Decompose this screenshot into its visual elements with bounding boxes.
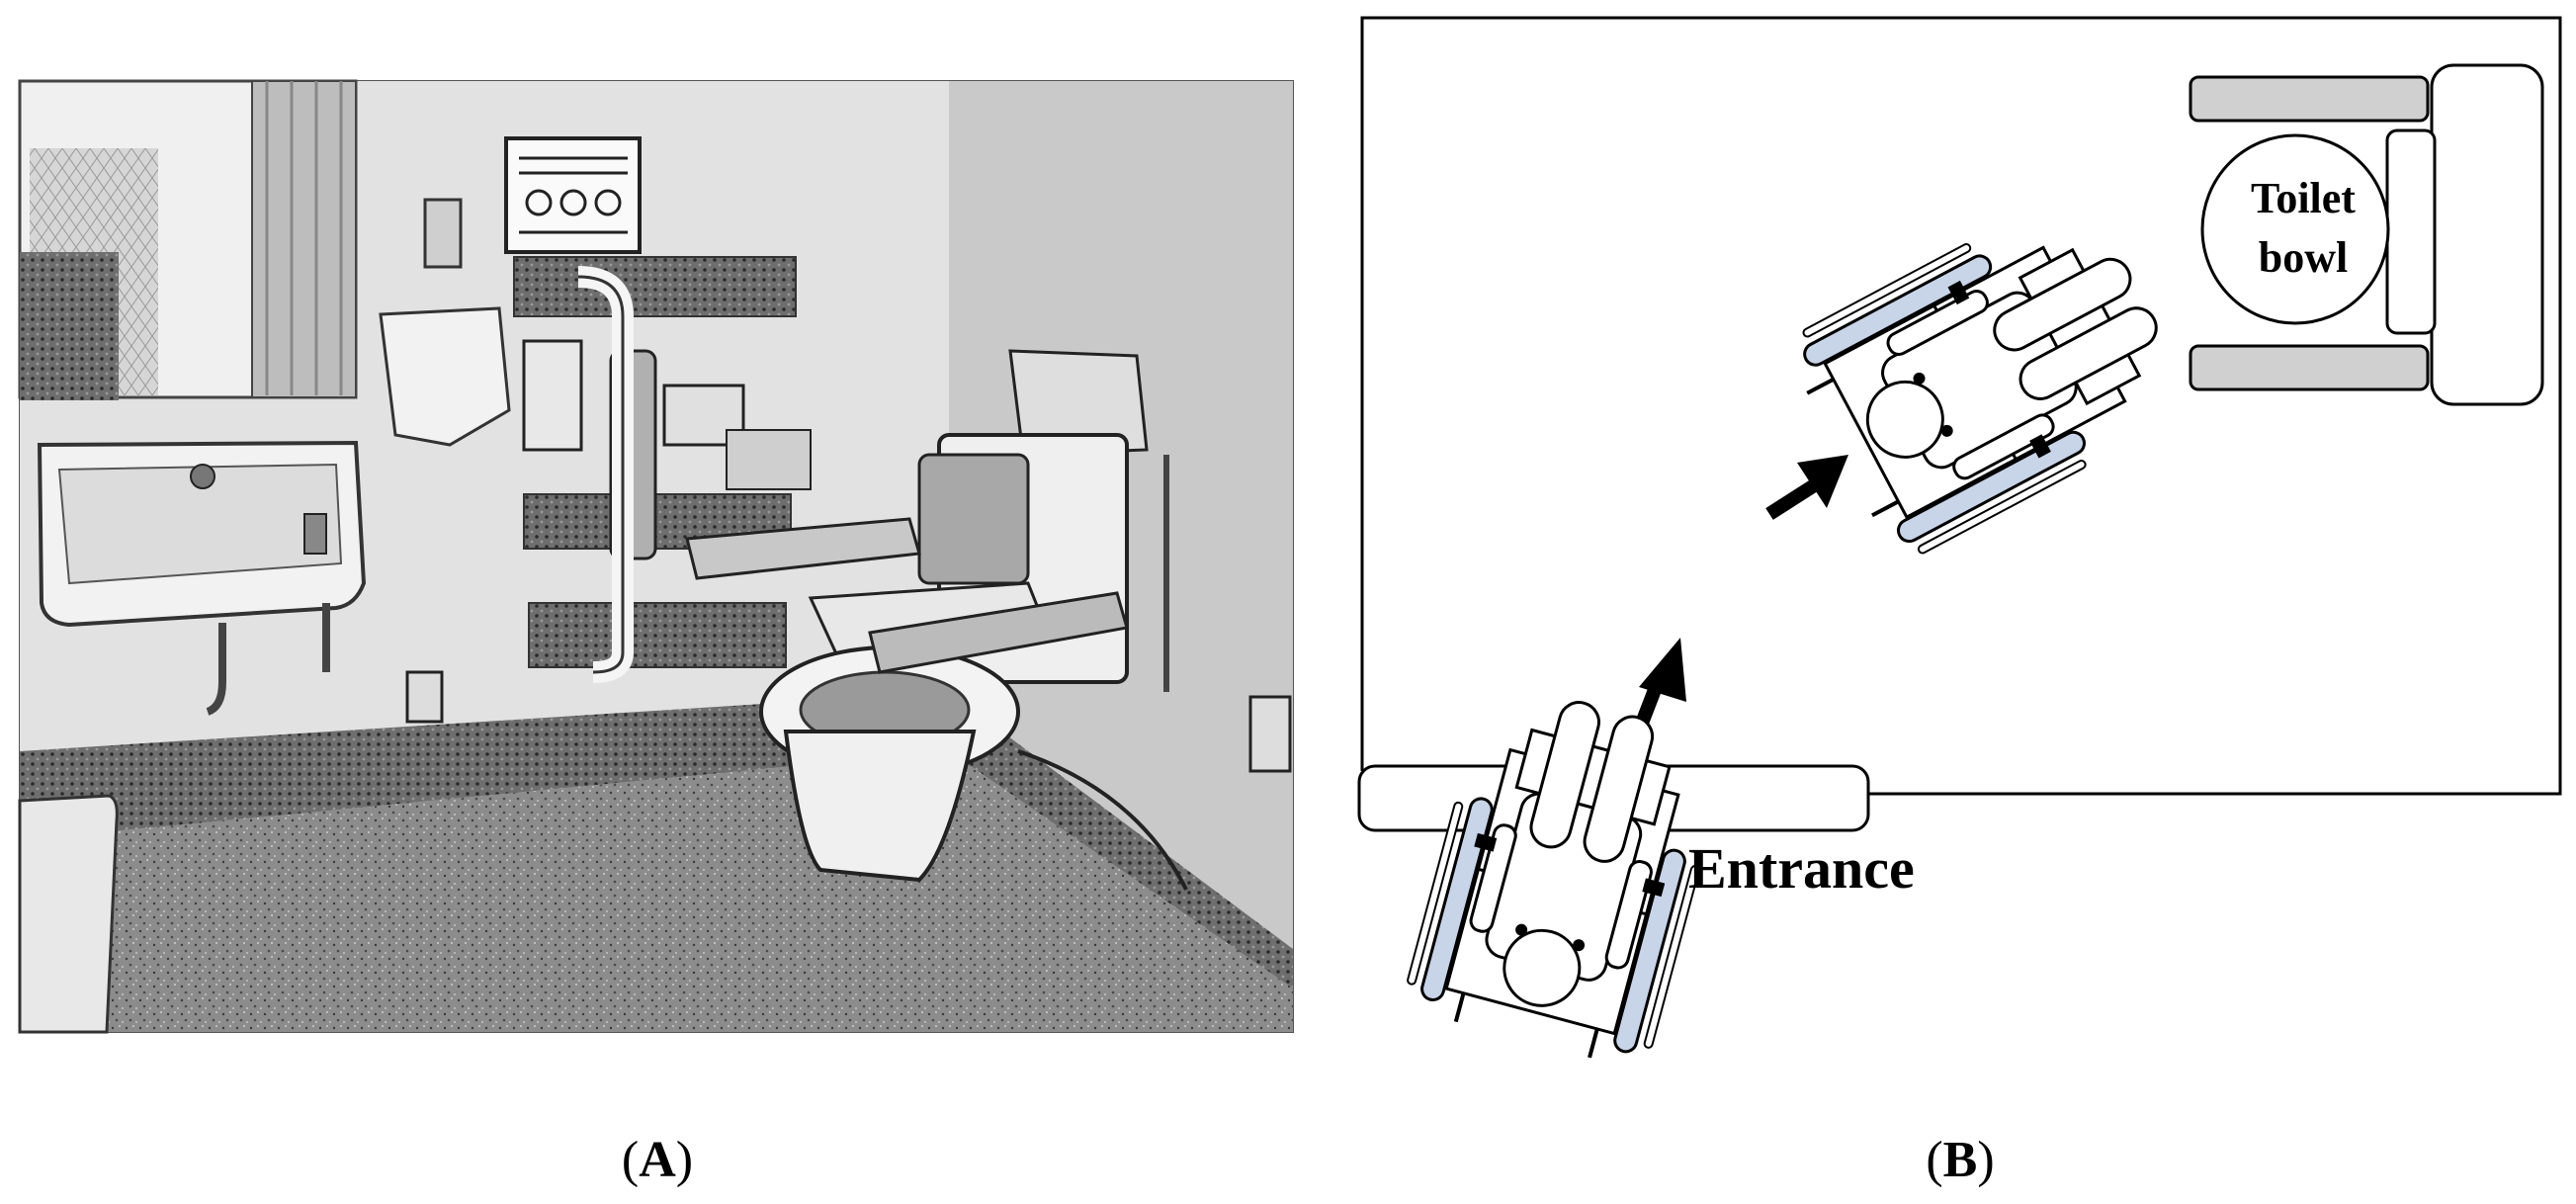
toilet-seat-back <box>2385 129 2437 335</box>
toilet-tank <box>2430 63 2544 406</box>
notice-sign <box>504 136 642 254</box>
window <box>18 79 358 400</box>
wheelchair-inside <box>1780 183 2200 566</box>
soap-dispenser <box>522 339 583 452</box>
towel-dispenser <box>379 306 511 447</box>
trash-can <box>18 794 119 1034</box>
toilet <box>685 349 1188 891</box>
toilet-label-line1: Toilet <box>2251 174 2356 222</box>
toilet-unit: Toilet bowl <box>2189 63 2544 406</box>
grab-bar-bottom <box>2189 344 2430 391</box>
grab-bar-top <box>2189 75 2430 123</box>
wheelchair-entrance <box>1398 675 1736 1075</box>
arrow-toward-toilet <box>1765 455 1848 520</box>
sink <box>37 440 367 716</box>
room-wall <box>1360 16 2562 796</box>
switch <box>423 198 463 269</box>
panel-b-diagram: Toilet bowl Entrance <box>1357 16 2562 1075</box>
panel-a-label: (A) <box>622 1132 693 1188</box>
panel-a-photo <box>18 79 1294 1034</box>
panel-b-label: (B) <box>1926 1132 1994 1188</box>
toilet-label-line2: bowl <box>2259 233 2348 282</box>
entrance-label: Entrance <box>1688 836 1915 901</box>
toilet-bowl <box>2200 133 2390 325</box>
